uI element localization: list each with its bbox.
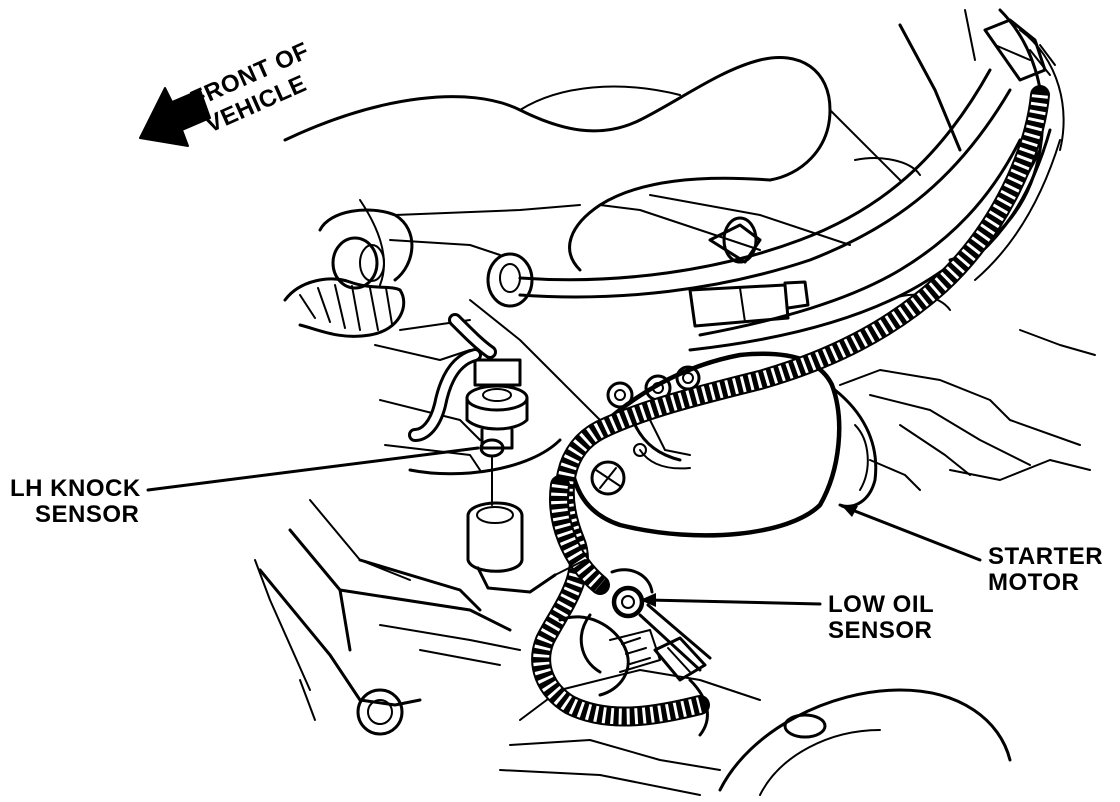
front-arrow	[139, 87, 211, 147]
leader-lines	[146, 446, 982, 607]
low-oil-sensor-line2: SENSOR	[828, 617, 932, 644]
wiring-harness	[531, 85, 1050, 727]
lh-knock-sensor-line2: SENSOR	[35, 501, 139, 528]
label-lh-knock-sensor: LH KNOCK SENSOR	[10, 475, 141, 528]
starter-motor-line1: STARTER	[988, 543, 1103, 570]
low-oil-sensor-line1: LOW OIL	[828, 591, 934, 618]
heater-hose	[283, 236, 406, 338]
low-oil-sensor	[558, 568, 712, 737]
knock-sensor-leader	[146, 446, 480, 492]
lh-knock-sensor-line1: LH KNOCK	[10, 475, 141, 502]
starter-motor-leader	[840, 504, 982, 562]
lh-knock-sensor	[408, 313, 586, 594]
label-starter-motor: STARTER MOTOR	[988, 543, 1103, 596]
low-oil-sensor-leader	[646, 598, 822, 606]
label-front-of-vehicle: FRONT OF VEHICLE	[186, 37, 313, 138]
starter-motor-line2: MOTOR	[988, 569, 1079, 596]
starter-motor	[567, 351, 878, 538]
cable-bundle	[486, 18, 1061, 352]
label-low-oil-sensor: LOW OIL SENSOR	[828, 591, 934, 644]
